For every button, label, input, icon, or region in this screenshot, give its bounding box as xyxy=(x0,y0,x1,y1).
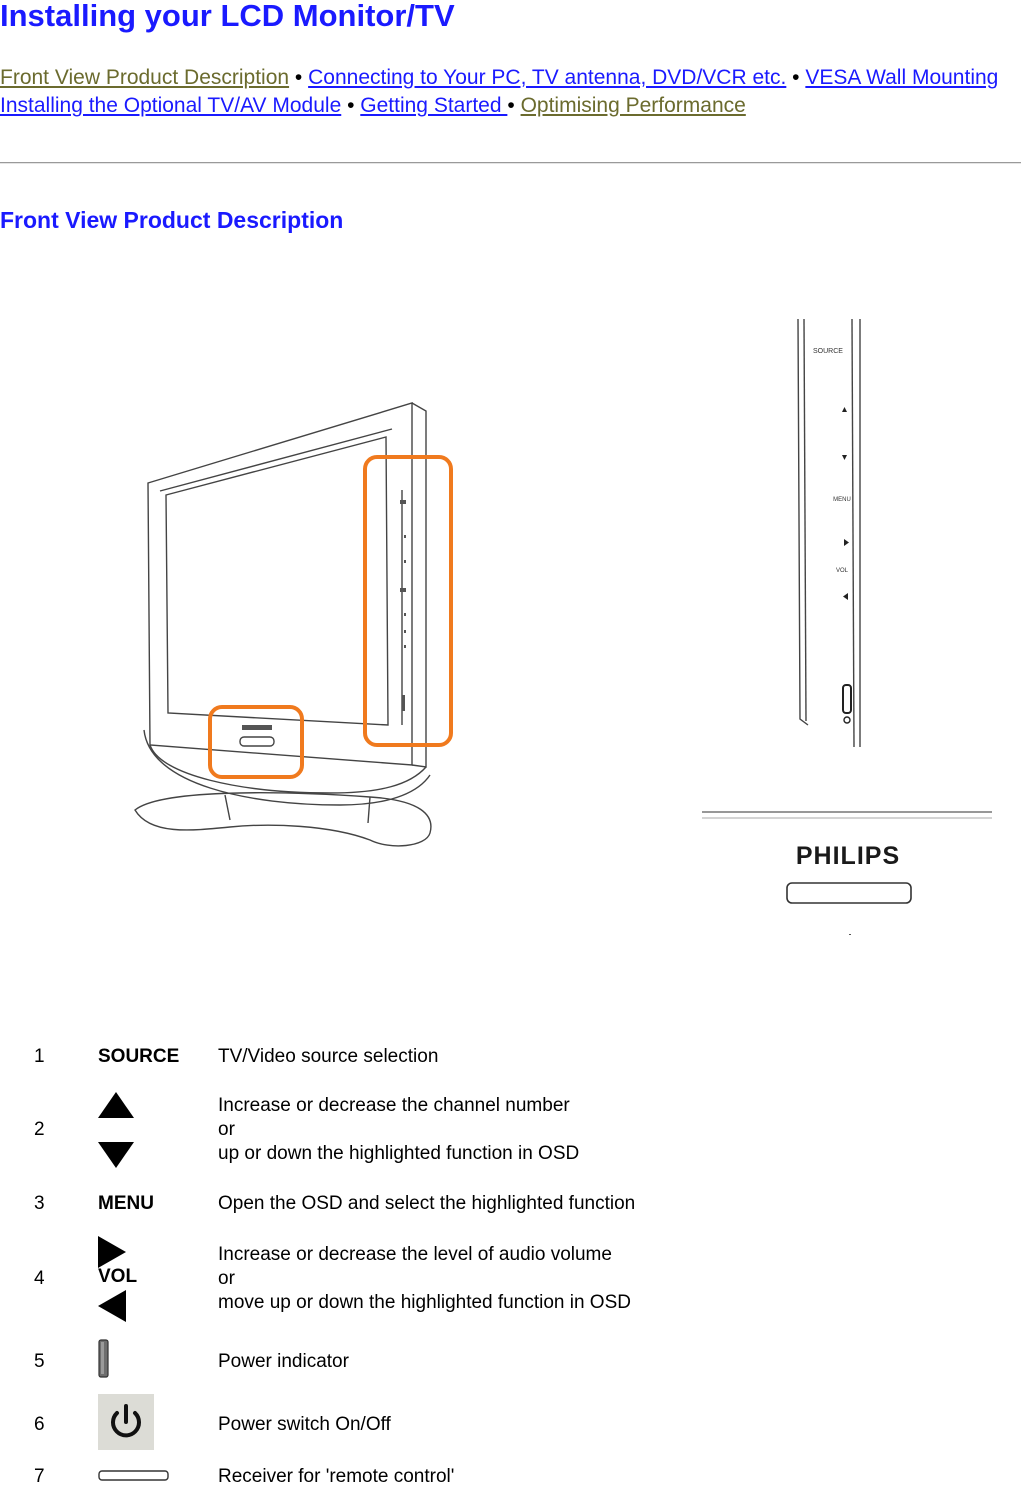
row-description: Power switch On/Off xyxy=(218,1414,391,1435)
nav-link-tv-av-module[interactable]: Installing the Optional TV/AV Module xyxy=(0,94,342,117)
nav-link-connecting[interactable]: Connecting to Your PC, TV antenna, DVD/V… xyxy=(308,66,787,89)
arrow-down-icon xyxy=(98,1142,134,1168)
svg-text:VOL: VOL xyxy=(836,568,849,574)
table-row: 1 SOURCE TV/Video source selection xyxy=(20,1035,635,1079)
row-number: 1 xyxy=(34,1046,45,1067)
monitor-front-illustration xyxy=(134,402,453,847)
table-row: 4 VOL Increase or decrease the level of … xyxy=(20,1227,635,1331)
row-description: Receiver for 'remote control' xyxy=(218,1466,455,1487)
table-row: 5 Power indicator xyxy=(20,1331,635,1393)
table-row: 6 Power switch On/Off xyxy=(20,1393,635,1457)
row-description: Increase or decrease the channel number … xyxy=(218,1095,580,1164)
power-switch-icon xyxy=(98,1393,218,1457)
nav-link-optimising[interactable]: Optimising Performance xyxy=(520,94,746,117)
source-label: SOURCE xyxy=(98,1046,180,1067)
row-number: 4 xyxy=(34,1268,45,1289)
arrow-up-icon xyxy=(98,1092,134,1118)
row-number: 3 xyxy=(34,1193,45,1214)
side-panel-illustration: SOURCE MENU VOL xyxy=(797,318,861,748)
front-logo-illustration: PHILIPS xyxy=(702,811,992,935)
row-number: 6 xyxy=(34,1414,45,1435)
controls-legend-table: 1 SOURCE TV/Video source selection 2 Inc… xyxy=(20,1035,635,1497)
row-description: Open the OSD and select the highlighted … xyxy=(218,1193,636,1214)
nav-separator: • xyxy=(792,66,806,89)
nav-link-getting-started[interactable]: Getting Started xyxy=(360,94,508,117)
nav-link-vesa[interactable]: VESA Wall Mounting xyxy=(805,66,999,89)
remote-receiver-icon xyxy=(98,1457,218,1497)
volume-arrows-icon: VOL xyxy=(98,1227,218,1331)
power-indicator-icon xyxy=(98,1331,218,1393)
row-number: 2 xyxy=(34,1119,45,1140)
nav-link-front-view[interactable]: Front View Product Description xyxy=(0,66,290,89)
arrow-right-icon xyxy=(98,1236,126,1268)
arrow-left-icon xyxy=(98,1290,126,1322)
svg-text:SOURCE: SOURCE xyxy=(813,348,843,355)
row-number: 5 xyxy=(34,1351,45,1372)
row-number: 7 xyxy=(34,1466,45,1487)
table-row: 2 Increase or decrease the channel numbe… xyxy=(20,1079,635,1181)
section-title: Front View Product Description xyxy=(0,207,344,233)
nav-separator: • xyxy=(507,94,521,117)
nav-separator: • xyxy=(294,66,309,89)
page-title: Installing your LCD Monitor/TV xyxy=(0,0,455,33)
svg-text:MENU: MENU xyxy=(833,497,851,503)
row-description: TV/Video source selection xyxy=(218,1046,439,1067)
horizontal-rule xyxy=(0,162,1021,164)
table-row: 3 MENU Open the OSD and select the highl… xyxy=(20,1181,635,1227)
section-nav: Front View Product Description • Connect… xyxy=(0,64,1021,120)
table-row: 7 Receiver for 'remote control' xyxy=(20,1457,635,1497)
svg-text:PHILIPS: PHILIPS xyxy=(796,842,900,870)
menu-label: MENU xyxy=(98,1193,154,1214)
up-down-arrows-icon xyxy=(98,1079,218,1181)
row-description: Power indicator xyxy=(218,1351,349,1372)
nav-separator: • xyxy=(347,94,361,117)
row-description: Increase or decrease the level of audio … xyxy=(218,1244,631,1313)
